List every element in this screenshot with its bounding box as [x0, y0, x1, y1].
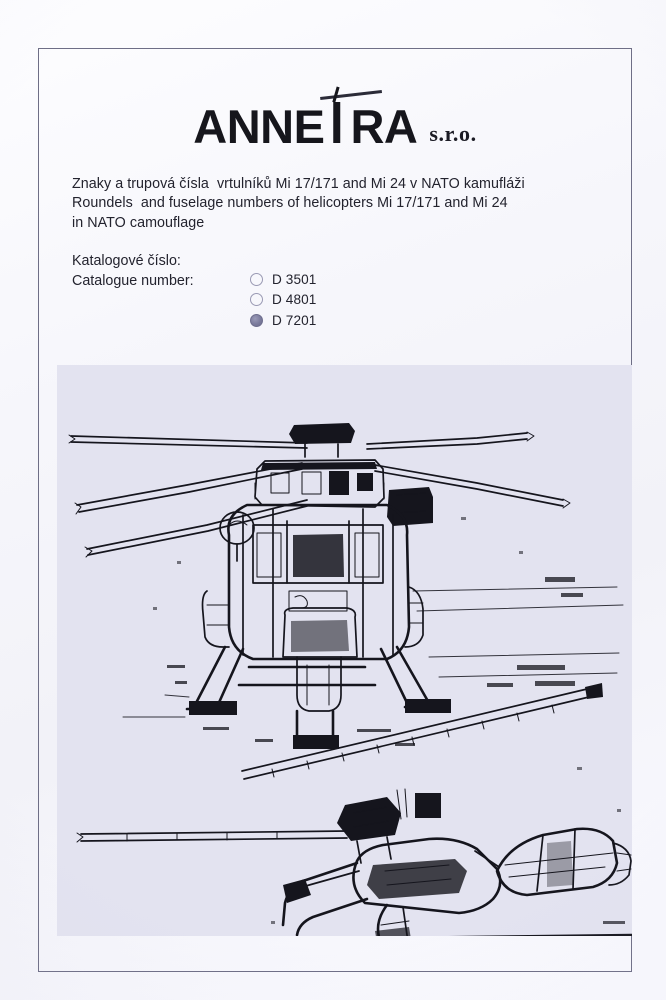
radio-unselected-icon[interactable] [250, 272, 263, 286]
mi-17-cockpit-glazing [252, 520, 384, 612]
radio-selected-icon[interactable] [250, 313, 263, 327]
mi-17-intake-box [387, 487, 433, 526]
antenna-pair [396, 788, 408, 820]
mi-17-front-view-drawing [68, 423, 624, 749]
mi-24-ground-speckles [603, 921, 625, 924]
catalogue-option-label: D 7201 [272, 312, 317, 328]
catalogue-option-d4801[interactable]: D 4801 [250, 290, 450, 311]
catalogue-label-czech: Katalogové číslo: [72, 253, 181, 269]
mi-24-second-rotor-blade [76, 830, 348, 843]
catalogue-label-english: Catalogue number: [72, 273, 194, 289]
catalogue-option-list: D 3501 D 4801 D 7201 [250, 269, 450, 331]
catalogue-option-label: D 3501 [272, 271, 317, 287]
description-line-czech: Znaky a trupová čísla vrtulníků Mi 17/17… [72, 176, 525, 192]
description-line-english-1: Roundels and fuselage numbers of helicop… [72, 195, 508, 212]
mi-24-engine-nacelle [352, 837, 502, 915]
rotor-tip [562, 498, 571, 509]
helicopter-line-drawings [68, 423, 632, 936]
rotor-tip [74, 502, 82, 515]
mi-24-side-view-drawing [76, 683, 632, 936]
mi-17-wheels [189, 699, 451, 749]
mi-24-rotor-hub [337, 797, 401, 864]
rotor-tip [68, 434, 76, 444]
catalogue-number-block: Katalogové číslo: Catalogue number: D 35… [72, 251, 472, 328]
mi-24-stub-wing [375, 903, 411, 936]
mi-24-tandem-canopy [495, 827, 619, 897]
stylized-t-icon [320, 86, 383, 143]
brand-logo: ANNE RA s.r.o. [38, 86, 632, 162]
brand-wordmark: ANNE RA [193, 86, 418, 153]
description-line-english-2: in NATO camouflage [72, 214, 205, 231]
illustration-panel [57, 365, 632, 936]
fuselage-black-marking [415, 793, 441, 818]
wordmark-left: ANNE [193, 100, 325, 153]
scan-speckles [153, 517, 621, 924]
mi-24-nose-turret [608, 842, 632, 886]
mi-17-engine-cowling [254, 459, 385, 508]
catalogue-option-label: D 4801 [272, 292, 317, 308]
radio-unselected-icon[interactable] [250, 293, 263, 307]
mi-17-ground-lines [122, 586, 624, 718]
product-description: Znaky a trupová čísla vrtulníků Mi 17/17… [72, 175, 602, 233]
catalogue-labels: Katalogové číslo: Catalogue number: [72, 251, 472, 291]
rotor-tip [526, 431, 535, 442]
rotor-tip [84, 546, 93, 558]
mi-17-background-clutter [167, 577, 583, 746]
catalogue-option-d7201[interactable]: D 7201 [250, 310, 450, 331]
mi-24-main-rotor [241, 683, 603, 780]
mi-17-rotor-hub [289, 423, 355, 458]
wordmark-right: RA [350, 100, 418, 153]
catalogue-option-d3501[interactable]: D 3501 [250, 269, 450, 290]
mi-17-nose-sensor [219, 511, 255, 562]
mi-24-tail-boom [281, 861, 369, 936]
mi-17-main-rotor [70, 432, 564, 556]
brand-legal-suffix: s.r.o. [429, 121, 477, 146]
